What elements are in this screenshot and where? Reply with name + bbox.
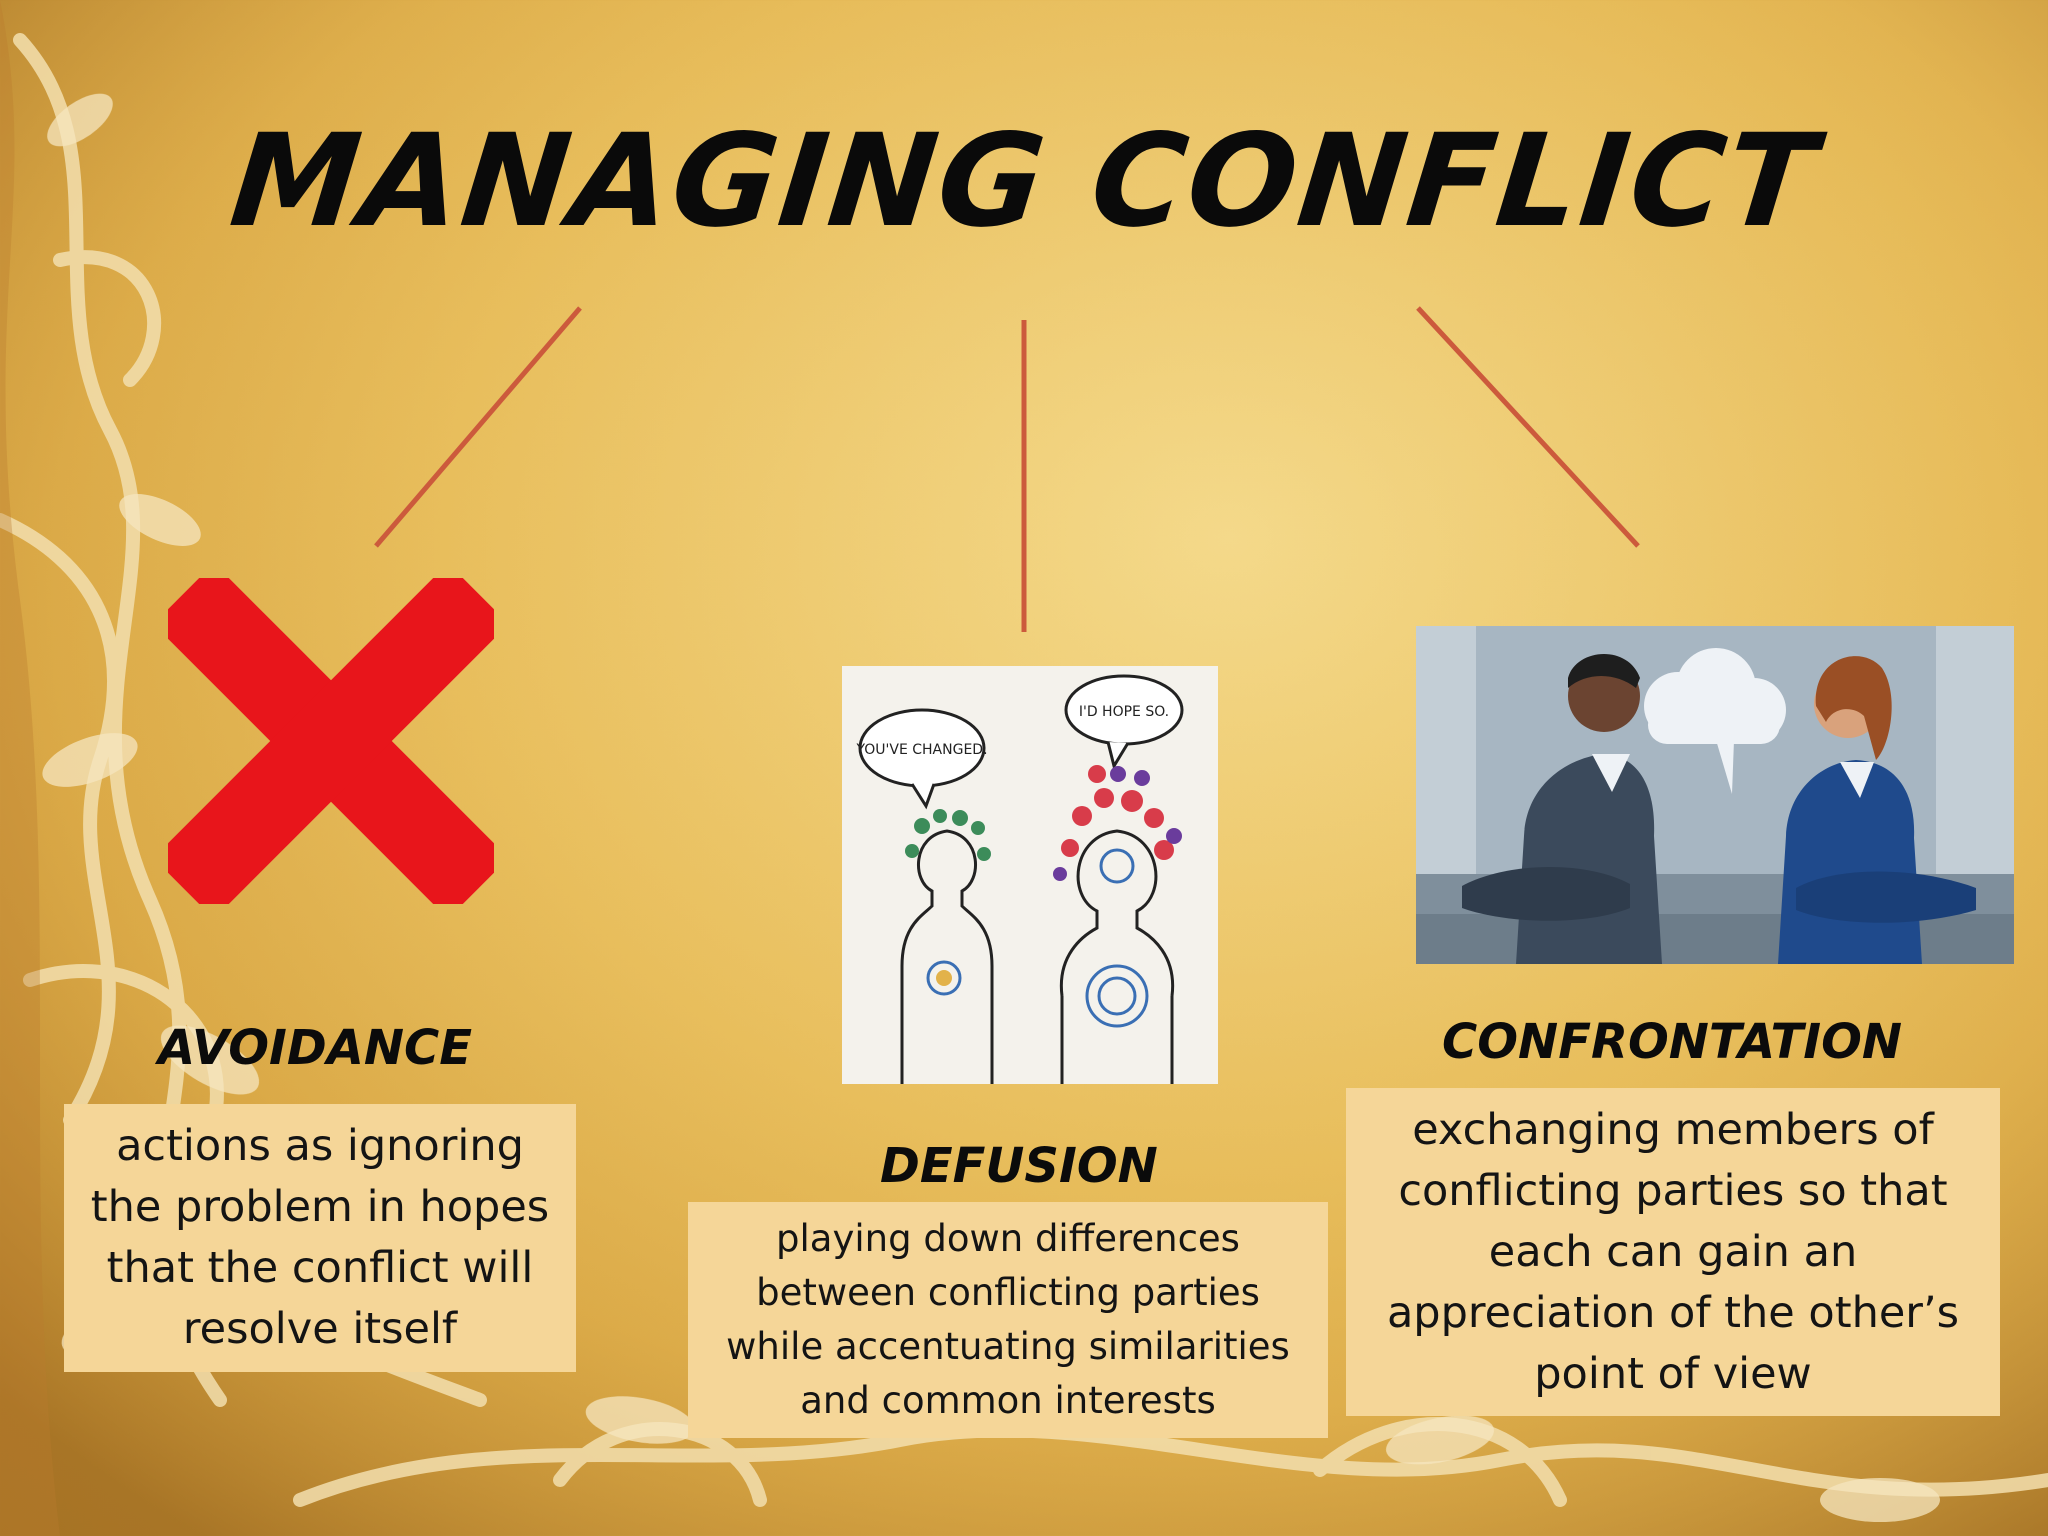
branch-label-defusion: DEFUSION (880, 1138, 1158, 1194)
speech-text-right: I'D HOPE SO. (1079, 704, 1169, 720)
speech-text-left: YOU'VE CHANGED. (855, 742, 987, 758)
connector-line-avoidance (374, 306, 582, 548)
description-box-confrontation: exchanging members of conflicting partie… (1346, 1088, 2000, 1416)
description-box-defusion: playing down differences between conflic… (688, 1202, 1328, 1438)
red-x-icon (168, 578, 494, 904)
connector-line-confrontation (1416, 306, 1640, 548)
description-box-avoidance: actions as ignoring the problem in hopes… (64, 1104, 576, 1372)
branch-label-confrontation: CONFRONTATION (1442, 1014, 1903, 1070)
description-text-confrontation: exchanging members of conflicting partie… (1386, 1104, 1960, 1399)
two-people-back-to-back-illustration (1416, 626, 2014, 964)
description-text-defusion: playing down differences between conflic… (726, 1217, 1290, 1422)
branch-label-avoidance: AVOIDANCE (158, 1020, 473, 1076)
flower-heads-drawing: YOU'VE CHANGED. I'D HOPE SO. (842, 666, 1218, 1084)
description-text-avoidance: actions as ignoring the problem in hopes… (90, 1121, 550, 1354)
